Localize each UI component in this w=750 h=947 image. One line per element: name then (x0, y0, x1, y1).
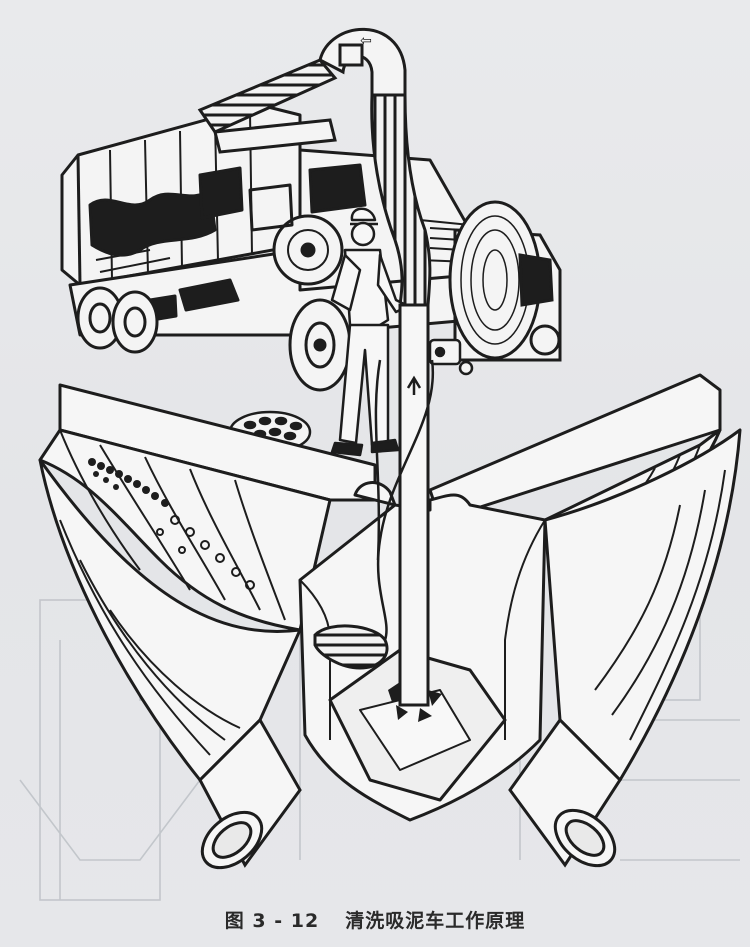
sewer-bubbles (156, 515, 255, 590)
front-wheel (288, 298, 352, 392)
ground-slab-left (58, 383, 377, 502)
suction-boom: ⇦ (197, 27, 407, 154)
hose-reel (448, 200, 562, 362)
sewer-arch-right (543, 428, 742, 782)
sewer-structure (38, 373, 742, 822)
figure-number: 图 3 - 12 (224, 910, 320, 932)
figure-title: 清洗吸泥车工作原理 (345, 910, 526, 932)
worker (330, 207, 410, 457)
sewer-debris (88, 458, 169, 507)
svg-text:⇦: ⇦ (360, 33, 372, 49)
flushing-nozzle (313, 624, 389, 670)
figure-caption: 图 3 - 12 清洗吸泥车工作原理 (0, 906, 750, 938)
hose-clamp (428, 338, 474, 376)
flushing-hose (313, 359, 435, 670)
vertical-suction-pipe (398, 303, 430, 707)
rear-wheels (76, 286, 159, 354)
outlet-pipes (198, 717, 622, 870)
